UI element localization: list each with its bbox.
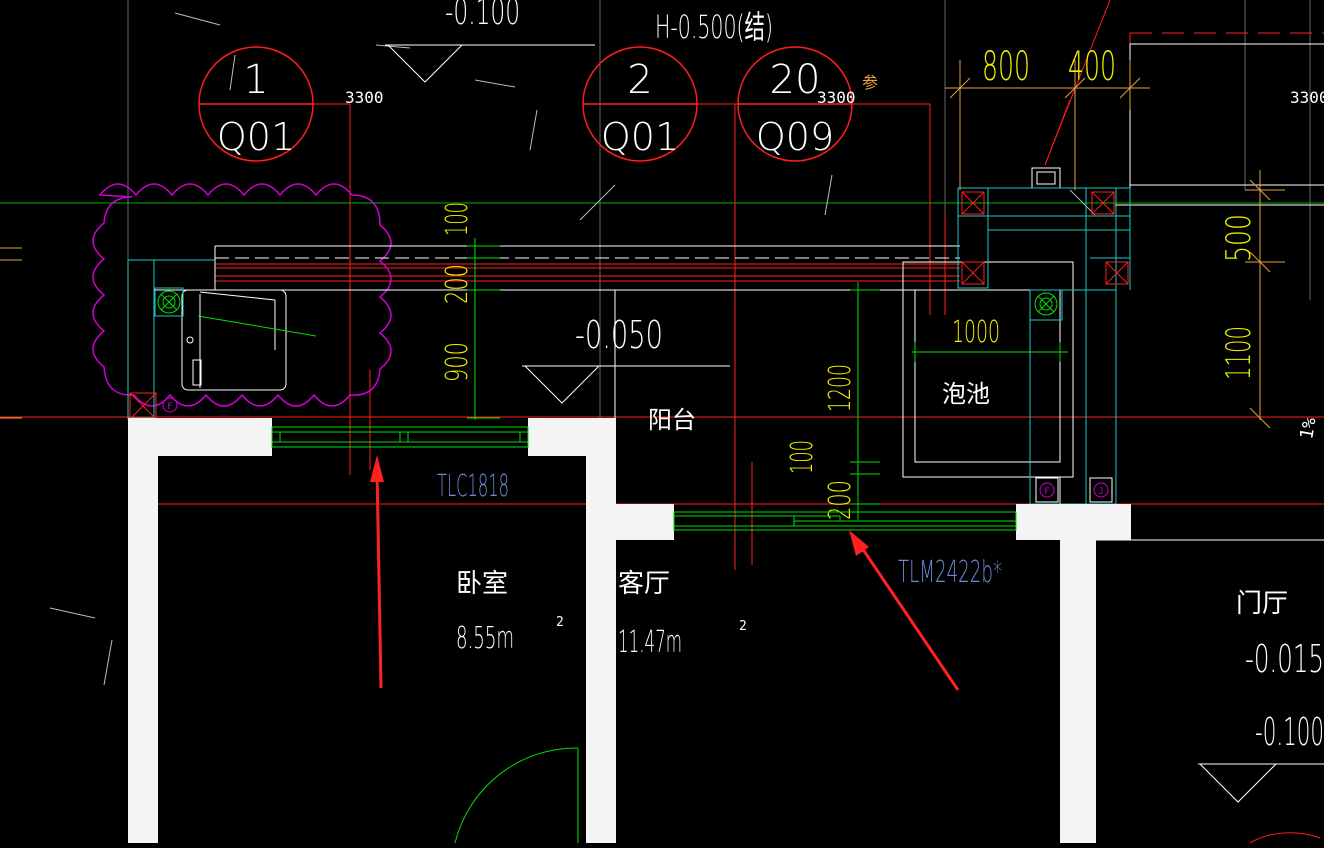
callout-1-code: Q01 xyxy=(217,115,295,159)
dimension-right-vertical: 500 1100 1% xyxy=(1219,170,1321,441)
living-area-unit: 2 xyxy=(739,619,747,634)
arrow-up-left-icon xyxy=(849,530,869,556)
dim-900-left: 900 xyxy=(440,342,475,382)
equipment-tag-3: J xyxy=(1098,487,1103,497)
dim-200-mid: 200 xyxy=(823,480,858,520)
stray-strokes xyxy=(49,12,1096,686)
living-area: 11.47m xyxy=(618,625,682,660)
door-tlm2422: TLM2422b* xyxy=(673,511,1017,590)
arrow-up-icon xyxy=(370,455,384,482)
dim-200-left: 200 xyxy=(440,264,475,304)
dimension-mid-vertical: 1200 100 200 xyxy=(785,282,880,520)
section-callout-20: 20 Q09 xyxy=(737,46,853,162)
window-tlc1818: TLC1818 xyxy=(271,426,529,504)
callout-2-number: 2 xyxy=(627,57,652,103)
bedroom-area-unit: 2 xyxy=(556,615,564,630)
elevation-top-left: -0.100 xyxy=(445,0,520,33)
dimension-top: 800 400 xyxy=(945,44,1150,190)
room-label-bedroom: 卧室 xyxy=(456,569,508,599)
elevation-top-center: H-0.500(结) xyxy=(655,8,773,46)
dim-1100: 1100 xyxy=(1219,326,1259,380)
callout-20-code: Q09 xyxy=(756,115,834,159)
dimension-left-vertical: 100 200 900 xyxy=(440,202,500,420)
elevation-balcony: -0.050 xyxy=(575,313,663,357)
dim-400: 400 xyxy=(1068,44,1116,90)
room-label-hall: 门厅 xyxy=(1236,589,1288,619)
percent-mark: 1% xyxy=(1296,416,1320,441)
pool-block: 1000 泡池 xyxy=(902,261,1074,504)
door-tag: TLM2422b* xyxy=(898,555,1002,590)
walls xyxy=(128,418,1131,843)
reference-lines xyxy=(0,0,1324,541)
right-column: F J xyxy=(957,187,1131,505)
room-label-living: 客厅 xyxy=(618,569,670,599)
callout-1-number: 1 xyxy=(243,57,268,103)
dim-800: 800 xyxy=(982,44,1030,90)
axis-dim-3: 3300 xyxy=(1290,88,1324,107)
callout-20-number: 20 xyxy=(770,57,821,103)
section-callout-2: 2 Q01 xyxy=(582,46,698,162)
elevation-mark-top-left: -0.100 xyxy=(385,0,595,83)
equipment-tag-1: F xyxy=(167,402,172,412)
equipment-tag-2: F xyxy=(1044,487,1049,497)
room-label-pool: 泡池 xyxy=(942,380,990,408)
dim-100-left: 100 xyxy=(440,202,475,236)
elevation-hall-1: -0.015 xyxy=(1245,637,1324,681)
revision-cloud xyxy=(92,183,392,407)
balcony-outline: F xyxy=(127,245,960,420)
dim-500: 500 xyxy=(1219,214,1259,262)
red-lines xyxy=(215,103,960,570)
window-tag: TLC1818 xyxy=(437,469,509,504)
room-label-balcony: 阳台 xyxy=(648,406,696,434)
elevation-mark-balcony: -0.050 xyxy=(522,290,730,420)
room-labels: 卧室 8.55m 2 客厅 11.47m 2 门厅 -0.015 -0.100 xyxy=(456,569,1324,844)
elevation-hall-2: -0.100 xyxy=(1255,710,1324,754)
callout-2-code: Q01 xyxy=(601,115,679,159)
bedroom-area: 8.55m xyxy=(456,621,514,656)
section-callout-1: 1 Q01 xyxy=(198,46,314,162)
side-mark: 参 xyxy=(862,73,878,92)
dim-1000: 1000 xyxy=(952,315,1000,350)
axis-dim-1: 3300 xyxy=(345,88,384,107)
dim-100-mid: 100 xyxy=(785,440,820,474)
axis-dim-2: 3300 xyxy=(817,88,856,107)
door-swing xyxy=(454,747,579,844)
dim-1200: 1200 xyxy=(823,364,858,412)
annotation-arrows xyxy=(370,455,960,691)
